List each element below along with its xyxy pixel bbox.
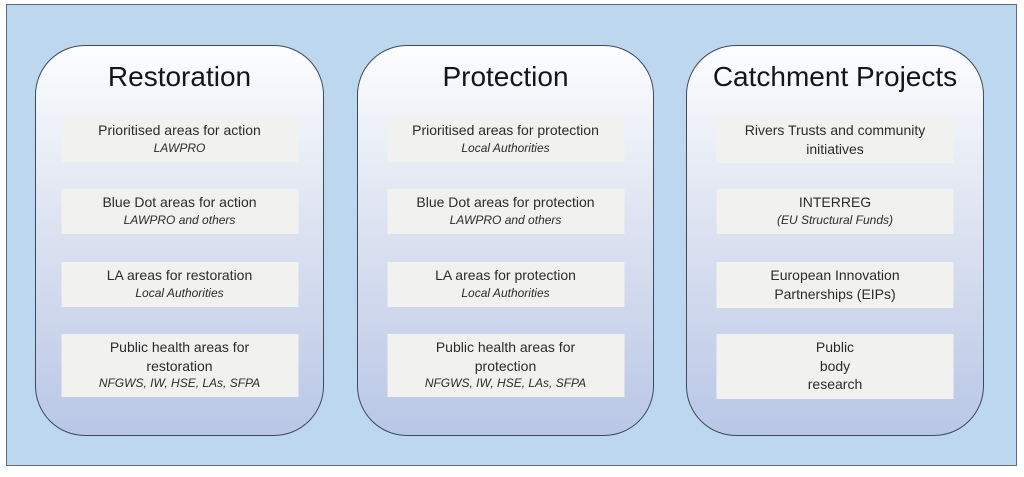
panel-title: Restoration [107,61,252,92]
item-box-interreg: INTERREG (EU Structural Funds) [716,189,954,234]
item-line: LA areas for protection [435,267,576,283]
item-line: protection [474,357,537,374]
item-line: European Innovation [770,267,900,283]
panel-title: Catchment Projects [712,61,958,92]
item-subtitle: Local Authorities [461,140,550,155]
panel-restoration: Restoration Prioritised areas for action… [35,45,324,436]
item-subtitle: NFGWS, IW, HSE, LAs, SFPA [424,376,587,390]
item-line: Partnerships (EIPs) [774,285,896,302]
item-box-eips: European Innovation Partnerships (EIPs) [716,262,954,308]
item-subtitle: LAWPRO and others [449,212,562,227]
item-line: Prioritised areas for action [98,122,261,138]
item-line: Public [815,339,855,355]
item-box-public-health-restoration: Public health areas for restoration NFGW… [61,334,298,397]
item-subtitle: Local Authorities [461,285,550,300]
item-subtitle: LAWPRO [153,140,206,155]
item-box-prioritised-areas-protection: Prioritised areas for protection Local A… [387,117,624,162]
item-line: Blue Dot areas for protection [416,194,595,210]
item-box-public-health-protection: Public health areas for protection NFGWS… [387,334,624,397]
item-box-public-body-research: Public body research [716,334,954,399]
item-line: initiatives [806,140,864,157]
item-line: INTERREG [798,194,872,210]
item-box-blue-dot-areas-protection: Blue Dot areas for protection LAWPRO and… [387,189,624,234]
item-line: Public health areas for [435,339,576,355]
item-box-la-areas-protection: LA areas for protection Local Authoritie… [387,262,624,307]
diagram-frame: Restoration Prioritised areas for action… [6,4,1017,466]
panel-title: Protection [442,61,569,92]
item-line: body [819,357,851,374]
item-line: LA areas for restoration [106,267,253,283]
item-line: research [807,376,863,392]
item-subtitle: NFGWS, IW, HSE, LAs, SFPA [98,376,261,390]
item-box-la-areas-restoration: LA areas for restoration Local Authoriti… [61,262,298,307]
item-box-blue-dot-areas-action: Blue Dot areas for action LAWPRO and oth… [61,189,298,234]
item-subtitle: (EU Structural Funds) [776,212,894,227]
item-line: Public health areas for [109,339,250,355]
item-subtitle: Local Authorities [135,285,224,300]
item-line: restoration [146,357,213,374]
item-line: Rivers Trusts and community [744,122,926,138]
item-box-prioritised-areas-action: Prioritised areas for action LAWPRO [61,117,298,162]
item-box-rivers-trusts: Rivers Trusts and community initiatives [716,117,954,163]
panel-protection: Protection Prioritised areas for protect… [357,45,654,436]
item-line: Blue Dot areas for action [102,194,257,210]
item-line: Prioritised areas for protection [412,122,599,138]
item-subtitle: LAWPRO and others [123,212,236,227]
panel-catchment-projects: Catchment Projects Rivers Trusts and com… [686,45,984,436]
